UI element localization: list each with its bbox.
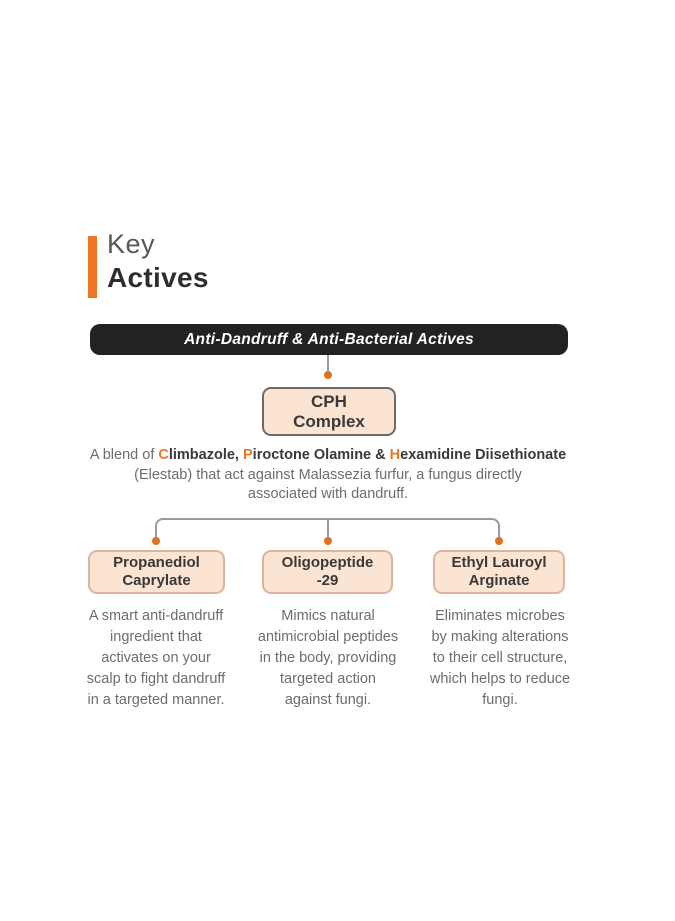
blend-description-suffix: (Elestab) that act against Malassezia fu… [134,466,522,503]
page-title: Key Actives [107,228,209,294]
node-oligopeptide-29-label: Oligopeptide -29 [281,554,374,589]
propanediol-caprylate-description: A smart anti-dandruff ingredient that ac… [86,608,226,708]
node-cph-complex-label: CPH Complex [293,391,365,431]
compound-piroctone-olamine-rest: iroctone Olamine & [252,447,390,463]
branch-connector-center-line [327,518,329,538]
connector-dot-oligopeptide [324,537,332,545]
node-ethyl-lauroyl-arginate: Ethyl Lauroyl Arginate [433,550,565,594]
title-line-actives: Actives [107,262,209,293]
compound-hexamidine-diisethionate-initial: H [389,447,401,463]
node-propanediol-caprylate: Propanediol Caprylate [88,550,225,594]
ethyl-lauroyl-arginate-description: Eliminates microbes by making alteration… [429,608,571,708]
oligopeptide-29-description: Mimics natural antimicrobial peptides in… [257,608,399,708]
section-banner: Anti-Dandruff & Anti-Bacterial Actives [90,324,568,355]
title-accent-bar [88,236,97,298]
connector-dot-ethyl-lauroyl [495,537,503,545]
compound-hexamidine-diisethionate: Hexamidine Diisethionate [390,447,566,463]
title-line-key: Key [107,229,156,259]
compound-climbazole-rest: limbazole, [168,447,243,463]
node-ethyl-lauroyl-arginate-label: Ethyl Lauroyl Arginate [451,554,547,589]
compound-climbazole: Climbazole, [158,447,243,463]
blend-description-prefix: A blend of [89,447,159,463]
connector-line-banner-to-cph [327,355,329,371]
section-banner-label: Anti-Dandruff & Anti-Bacterial Actives [184,330,474,348]
node-oligopeptide-29: Oligopeptide -29 [262,550,393,594]
node-cph-complex: CPH Complex [262,387,396,436]
compound-piroctone-olamine-initial: P [243,447,253,463]
compound-hexamidine-diisethionate-rest: examidine Diisethionate [400,447,567,463]
node-propanediol-caprylate-label: Propanediol Caprylate [113,554,200,589]
blend-description: A blend of Climbazole, Piroctone Olamine… [78,446,578,505]
compound-piroctone-olamine: Piroctone Olamine & [243,447,390,463]
connector-dot-propanediol [152,537,160,545]
compound-climbazole-initial: C [158,447,169,463]
connector-dot-cph [324,371,332,379]
